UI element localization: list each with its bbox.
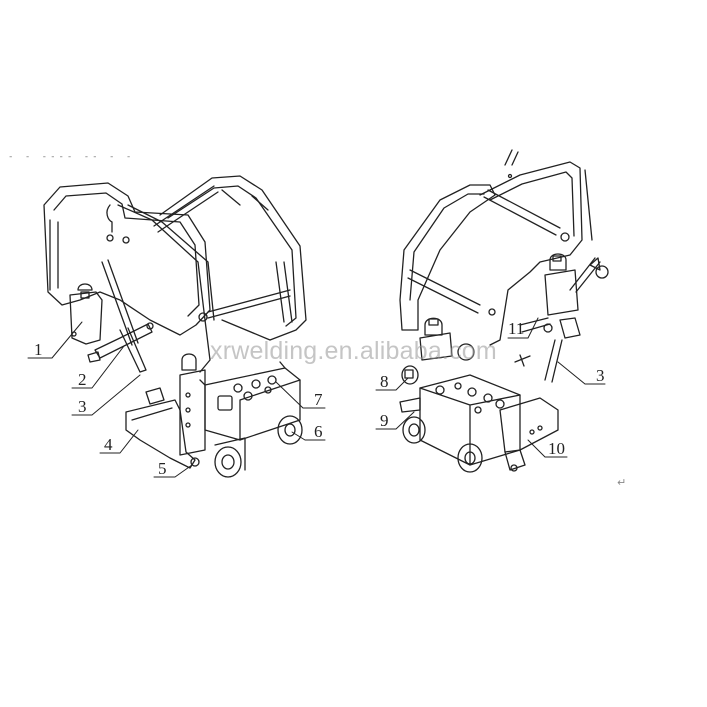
header-artifact: - - ---- -- - - [8, 152, 135, 162]
front-frame-outer [43, 182, 211, 336]
leader-4 [99, 429, 139, 454]
leader-11 [507, 317, 539, 339]
right-back-frame [479, 161, 583, 346]
callout-3: 3 [78, 397, 87, 416]
leader-6 [291, 431, 326, 441]
back-frame-inner [167, 185, 297, 327]
callout-6: 6 [314, 422, 323, 441]
leader-5 [153, 464, 193, 478]
leader-8 [375, 377, 409, 391]
return-glyph: ↵ [617, 476, 627, 489]
callout-4: 4 [104, 435, 113, 454]
leader-3-right [557, 361, 606, 385]
leader-10 [527, 439, 568, 458]
callout-8: 8 [380, 372, 389, 391]
callout-10: 10 [548, 439, 565, 458]
left-carriage-view [43, 175, 307, 478]
callout-11: 11 [508, 319, 525, 338]
leader-lines [27, 317, 606, 478]
leader-7 [275, 381, 326, 409]
leader-9 [375, 411, 415, 430]
leader-3 [71, 374, 141, 416]
callout-2: 2 [78, 370, 87, 389]
leader-1 [27, 321, 83, 359]
front-frame-inner [53, 192, 200, 317]
callout-3-right: 3 [596, 366, 605, 385]
callout-5: 5 [158, 459, 167, 478]
callout-7: 7 [314, 390, 323, 409]
back-frame-outer [159, 175, 307, 341]
callout-9: 9 [380, 411, 389, 430]
callout-1: 1 [34, 340, 43, 359]
right-carriage-view [399, 149, 609, 473]
right-front-frame [399, 184, 496, 331]
watermark: xrwelding.en.alibaba.com [210, 337, 497, 365]
leader-2 [71, 345, 125, 389]
